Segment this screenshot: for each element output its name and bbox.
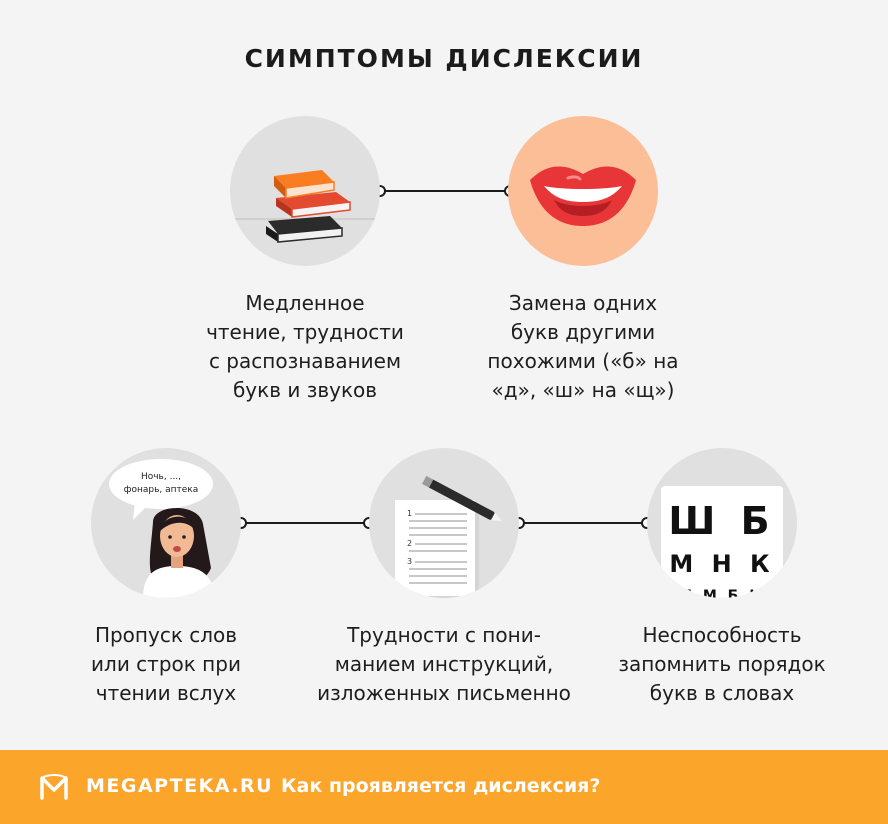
symptom-caption-3: Пропуск слов или строк при чтении вслух [91,623,241,705]
girl-speaking-icon: Ночь, ..., фонарь, аптека [109,459,215,598]
chart-row-1: Ш Б [668,499,775,543]
symptom-circle-document: 1 2 3 [369,448,519,598]
document-pen-icon: 1 2 3 [395,475,502,598]
brand-name[interactable]: MEGAPTEKA.RU [86,775,274,797]
list-number-3: 3 [407,557,412,566]
megapteka-logo-icon [40,774,68,800]
speech-line-1: Ночь, ..., [141,472,181,482]
list-number-1: 1 [407,509,412,518]
footer-bar: MEGAPTEKA.RU Как проявляется дислексия? [0,750,888,824]
connector-top [374,185,516,197]
chart-row-3: Л М Б К [680,588,763,598]
books-icon [230,170,380,243]
symptom-caption-5: Неспособность запомнить порядок букв в с… [618,623,826,705]
symptom-caption-4: Трудности с пони- манием инструкций, изл… [317,623,571,705]
speech-line-2: фонарь, аптека [124,485,198,495]
symptom-caption-1: Медленное чтение, трудности с распознава… [206,291,404,402]
symptom-circle-eye-chart: Ш Б М Н К Л М Б К [647,448,797,598]
list-number-2: 2 [407,539,412,548]
footer-tagline: Как проявляется дислексия? [281,775,601,797]
connector-bottom-right [513,517,653,529]
page-title: СИМПТОМЫ ДИСЛЕКСИИ [244,44,644,73]
connector-bottom-left [235,517,375,529]
chart-row-2: М Н К [669,550,774,578]
symptom-caption-2: Замена одних букв другими похожими («б» … [487,291,679,402]
symptom-circle-books [230,116,380,266]
symptom-circle-girl: Ночь, ..., фонарь, аптека [91,448,241,598]
symptom-circle-lips [508,116,658,266]
lips-icon [530,166,636,226]
eye-chart-icon: Ш Б М Н К Л М Б К [661,486,783,598]
